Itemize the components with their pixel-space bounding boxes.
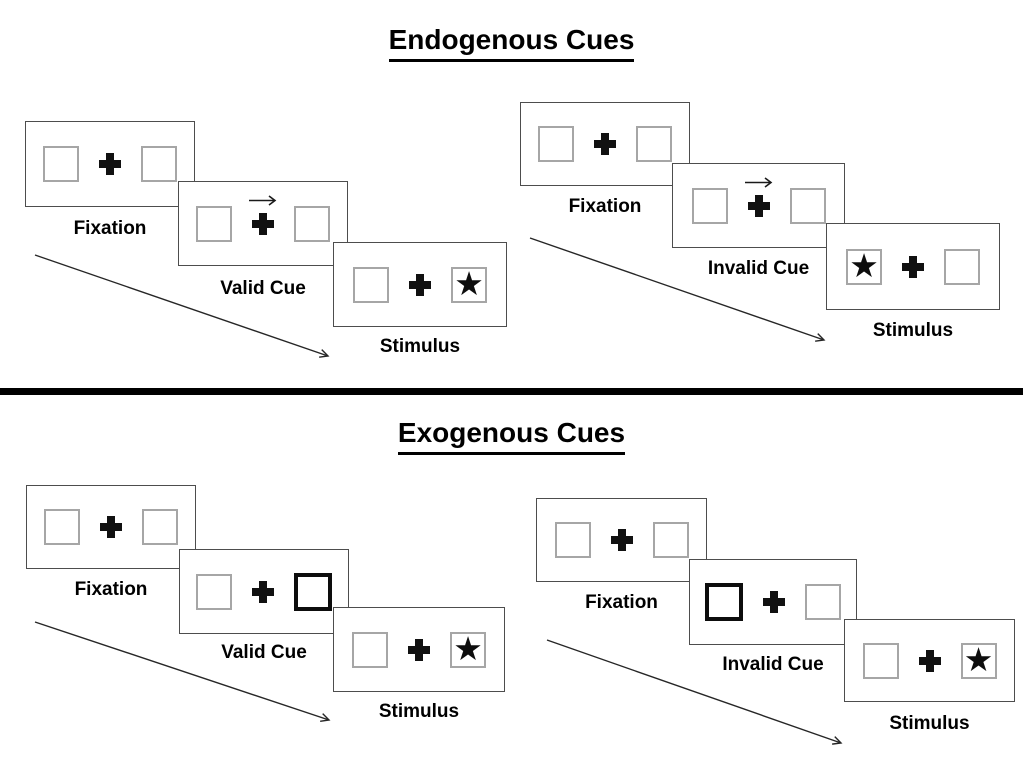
exogenous-valid-fixation-panel <box>26 485 196 569</box>
right-box <box>805 584 841 620</box>
panel-label: Fixation <box>568 196 642 217</box>
timeline-arrow-endogenous-valid <box>34 254 330 358</box>
right-box <box>636 126 672 162</box>
right-box <box>294 205 330 242</box>
panel-label: Stimulus <box>378 701 460 722</box>
left-box <box>554 522 591 558</box>
fixation-cross-with-arrow-icon <box>249 194 277 235</box>
left-box <box>352 631 388 668</box>
star-icon: ★ <box>963 640 994 678</box>
panel-label: Invalid Cue <box>707 258 810 279</box>
right-box <box>789 187 826 224</box>
exogenous-section-title: Exogenous Cues <box>0 417 1023 455</box>
exogenous-valid-stimulus-panel: ★ <box>333 607 505 692</box>
star-icon: ★ <box>849 246 879 284</box>
exogenous-invalid-fixation-panel <box>536 498 707 582</box>
endogenous-invalid-stimulus-panel: ★ <box>826 223 1000 310</box>
fixation-cross-icon <box>902 255 924 278</box>
panel-label: Fixation <box>74 579 148 600</box>
endogenous-valid-cue-panel <box>178 181 348 266</box>
left-box <box>691 187 728 224</box>
right-box <box>142 509 178 545</box>
cue-arrow-right-icon <box>744 176 772 188</box>
fixation-cross-icon <box>409 273 431 296</box>
right-box <box>652 522 689 558</box>
endogenous-valid-fixation-panel <box>25 121 195 207</box>
star-icon: ★ <box>453 629 483 667</box>
exogenous-invalid-cue-panel <box>689 559 857 645</box>
left-box <box>196 205 232 242</box>
panel-label: Stimulus <box>379 336 461 357</box>
star-icon: ★ <box>454 264 484 302</box>
fixation-cross-icon <box>99 153 121 175</box>
right-box-star: ★ <box>451 264 487 303</box>
left-box-star: ★ <box>846 246 882 285</box>
right-box-star: ★ <box>450 629 486 668</box>
fixation-cross-icon <box>408 638 430 661</box>
fixation-cross-icon <box>252 580 274 603</box>
cue-arrow-right-icon <box>249 194 277 206</box>
right-box-cued <box>294 572 332 611</box>
left-box-cued <box>705 583 743 621</box>
exogenous-valid-cue-panel <box>179 549 349 634</box>
timeline-arrow-endogenous-invalid <box>529 237 826 342</box>
left-box <box>862 642 899 679</box>
panel-label: Fixation <box>585 592 658 613</box>
left-box <box>196 573 232 610</box>
exogenous-invalid-stimulus-panel: ★ <box>844 619 1015 702</box>
panel-label: Invalid Cue <box>722 654 824 675</box>
section-divider <box>0 388 1023 395</box>
right-box <box>944 248 980 285</box>
timeline-arrow-exogenous-valid <box>34 621 331 722</box>
panel-label: Valid Cue <box>220 278 306 299</box>
fixation-cross-icon <box>918 649 941 672</box>
panel-label: Stimulus <box>872 320 954 341</box>
panel-label: Valid Cue <box>221 642 307 663</box>
fixation-cross-icon <box>763 591 785 613</box>
fixation-cross-icon <box>610 529 633 551</box>
panel-label: Fixation <box>73 218 147 239</box>
left-box <box>538 126 574 162</box>
left-box <box>44 509 80 545</box>
endogenous-invalid-fixation-panel <box>520 102 690 186</box>
endogenous-invalid-cue-panel <box>672 163 845 248</box>
panel-label: Stimulus <box>889 713 970 734</box>
fixation-cross-icon <box>100 516 122 538</box>
fixation-cross-with-arrow-icon <box>744 176 772 217</box>
endogenous-valid-stimulus-panel: ★ <box>333 242 507 327</box>
left-box <box>43 146 79 182</box>
left-box <box>353 266 389 303</box>
right-box <box>141 146 177 182</box>
right-box-star: ★ <box>960 640 997 679</box>
fixation-cross-icon <box>594 133 616 155</box>
endogenous-section-title: Endogenous Cues <box>0 24 1023 62</box>
